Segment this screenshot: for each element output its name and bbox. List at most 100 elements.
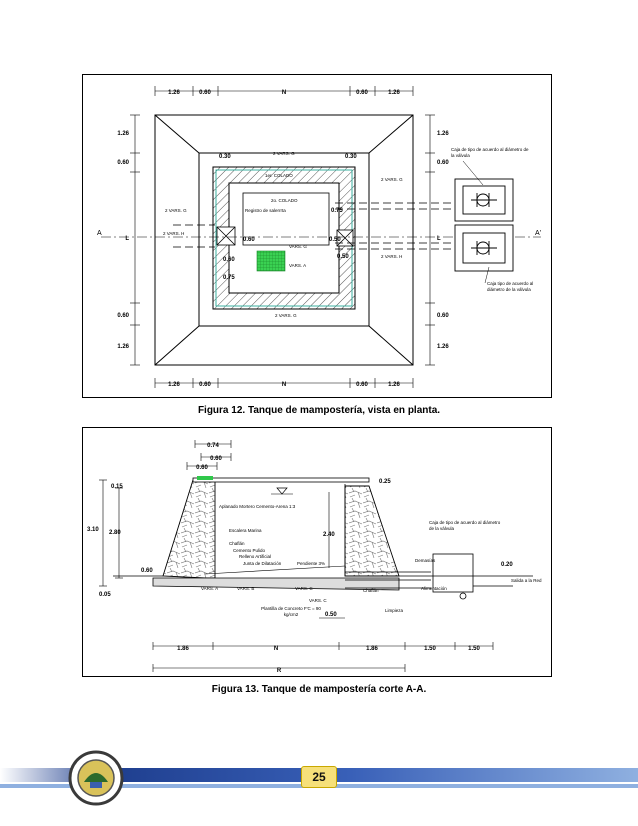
dim-074: 0.74 bbox=[207, 443, 219, 449]
dim-060-left-bottom: 0.60 bbox=[117, 313, 129, 319]
label-pendiente: Pendiente 3% bbox=[297, 561, 325, 566]
dim-126-top-left: 1.26 bbox=[168, 90, 180, 96]
dim-L-right: L bbox=[437, 236, 441, 242]
label-vars-a: VARS. A bbox=[289, 263, 306, 268]
dim-280: 2.80 bbox=[109, 530, 121, 536]
dim-150-b: 1.50 bbox=[468, 646, 480, 652]
section-label-A: A bbox=[97, 230, 102, 237]
dim-015: 0.15 bbox=[111, 484, 123, 490]
dim-050-right: 0.50 bbox=[337, 254, 349, 260]
label-salida: Salida a la Red bbox=[511, 578, 542, 583]
valve-boxes bbox=[216, 226, 354, 247]
label-escalera: Escalera Marina bbox=[229, 528, 262, 533]
dim-186-left: 1.86 bbox=[177, 646, 189, 652]
dim-030-right: 0.30 bbox=[345, 154, 357, 160]
leader-top bbox=[462, 160, 484, 186]
label-demasias: Demasías bbox=[415, 558, 436, 563]
dim-126-right-top: 1.26 bbox=[437, 131, 449, 137]
dim-060-left-top: 0.60 bbox=[117, 160, 129, 166]
dim-186-right: 1.86 bbox=[366, 646, 378, 652]
label-plantilla: Plantilla de Concreto F'C = 90 kg/cm2 bbox=[261, 606, 321, 617]
right-wall bbox=[344, 485, 400, 577]
label-vars-c-1: VARS. C bbox=[295, 586, 313, 591]
left-wall bbox=[162, 479, 216, 579]
dim-126-right-bottom: 1.26 bbox=[437, 344, 449, 350]
dim-005: 0.05 bbox=[99, 592, 111, 598]
footer-band bbox=[0, 750, 638, 806]
dim-N-fig13: N bbox=[274, 646, 278, 652]
label-vars-c-2: VARS. C bbox=[309, 598, 327, 603]
dim-060-right-bottom: 0.60 bbox=[437, 313, 449, 319]
dim-240: 2.40 bbox=[323, 532, 335, 538]
label-registro: Registro de salerrrta bbox=[245, 208, 286, 213]
label-caja-top: Caja de tipo de acuerdo al diámetro de l… bbox=[451, 147, 529, 158]
dim-L-left: L bbox=[125, 236, 129, 242]
dim-060-bottom-right: 0.60 bbox=[356, 382, 368, 388]
dim-060-inner: 0.60 bbox=[243, 237, 255, 243]
figure-13-frame: 0.74 0.60 0.60 0.15 0.25 3.10 2.80 2.40 … bbox=[82, 427, 552, 677]
label-2vars-h-right: 2 VARS. H bbox=[381, 254, 402, 259]
label-chaflan-2: Chaflán bbox=[363, 588, 379, 593]
left-dimension-column bbox=[130, 114, 140, 366]
floor-slab bbox=[152, 577, 400, 591]
top-dimension-row bbox=[154, 86, 414, 96]
label-junta: Junta de Dilatación bbox=[243, 561, 282, 566]
dim-060-b: 0.60 bbox=[196, 465, 208, 471]
figure-12-caption: Figura 12. Tanque de mampostería, vista … bbox=[197, 405, 441, 416]
tank-outer-walls bbox=[154, 114, 414, 366]
figure-13-caption: Figura 13. Tanque de mampostería corte A… bbox=[211, 684, 427, 695]
dim-060-right-top: 0.60 bbox=[437, 160, 449, 166]
fig13-top-dims bbox=[186, 440, 232, 470]
label-relleno: Relleno Artificial bbox=[239, 554, 271, 559]
label-chaflan: Chaflán bbox=[229, 541, 245, 546]
dim-060-bottom-left: 0.60 bbox=[199, 382, 211, 388]
dim-060-top-right: 0.60 bbox=[356, 90, 368, 96]
dim-060-c: 0.60 bbox=[141, 568, 153, 574]
dim-020: 0.20 bbox=[501, 562, 513, 568]
pipes bbox=[173, 202, 455, 250]
label-alimentacion: Alimentación bbox=[421, 586, 447, 591]
bottom-dimension-row bbox=[154, 378, 414, 388]
dim-060-inner-lower: 0.60 bbox=[223, 257, 235, 263]
dim-075-upper: 0.75 bbox=[331, 208, 343, 214]
dim-N-top: N bbox=[282, 90, 286, 96]
label-aplanado-1: Aplanado Mortero Cemento-Arena 1:3 bbox=[219, 504, 296, 509]
label-2vars-g-bottom: 2 VARS. G bbox=[275, 313, 297, 318]
figure-12-frame: 1.26 0.60 N 0.60 1.26 1.26 0.60 N 0.60 1… bbox=[82, 74, 552, 398]
dim-150-a: 1.50 bbox=[424, 646, 436, 652]
dim-126-left-top: 1.26 bbox=[117, 131, 129, 137]
green-grate bbox=[256, 250, 286, 272]
figure-13-drawing: 0.74 0.60 0.60 0.15 0.25 3.10 2.80 2.40 … bbox=[87, 440, 542, 674]
fig13-left-dims bbox=[99, 479, 123, 587]
dim-N-bottom: N bbox=[282, 382, 286, 388]
dim-060-a: 0.60 bbox=[210, 456, 222, 462]
label-vars-b: VARS. B bbox=[237, 586, 254, 591]
right-dimension-column bbox=[425, 114, 435, 366]
dim-025: 0.25 bbox=[379, 479, 391, 485]
label-vars-a-fig13: VARS. A bbox=[201, 586, 218, 591]
dim-126-bottom-left: 1.26 bbox=[168, 382, 180, 388]
page-number: 25 bbox=[301, 766, 337, 788]
outlet-pipes bbox=[345, 553, 513, 600]
dim-050-inner: 0.50 bbox=[329, 237, 341, 243]
label-caja-bottom: Caja tipo de acuerdo al diámetro de la v… bbox=[487, 281, 534, 292]
page-footer: 25 bbox=[0, 742, 638, 826]
top-slab bbox=[192, 477, 370, 483]
water-level-icon bbox=[276, 487, 288, 495]
dim-R: R bbox=[277, 668, 282, 674]
dim-126-bottom-right: 1.26 bbox=[388, 382, 400, 388]
figure-12-drawing: 1.26 0.60 N 0.60 1.26 1.26 0.60 N 0.60 1… bbox=[97, 86, 541, 388]
label-2vars-g-left: 2 VARS. G bbox=[165, 208, 187, 213]
section-label-A-prime: A' bbox=[535, 230, 541, 237]
label-2vars-h-left: 2 VARS. H bbox=[163, 231, 184, 236]
dim-126-left-bottom: 1.26 bbox=[117, 344, 129, 350]
dim-126-top-right: 1.26 bbox=[388, 90, 400, 96]
label-2vars-g-top: 2 VARS. G bbox=[273, 151, 295, 156]
dim-030-left: 0.30 bbox=[219, 154, 231, 160]
green-lid bbox=[197, 476, 213, 480]
dim-060-top-left: 0.60 bbox=[199, 90, 211, 96]
valve-chamber-top bbox=[454, 178, 514, 222]
registro-box bbox=[242, 192, 330, 246]
dim-050: 0.50 bbox=[325, 612, 337, 618]
label-2vars-g-right: 2 VARS. G bbox=[381, 177, 403, 182]
